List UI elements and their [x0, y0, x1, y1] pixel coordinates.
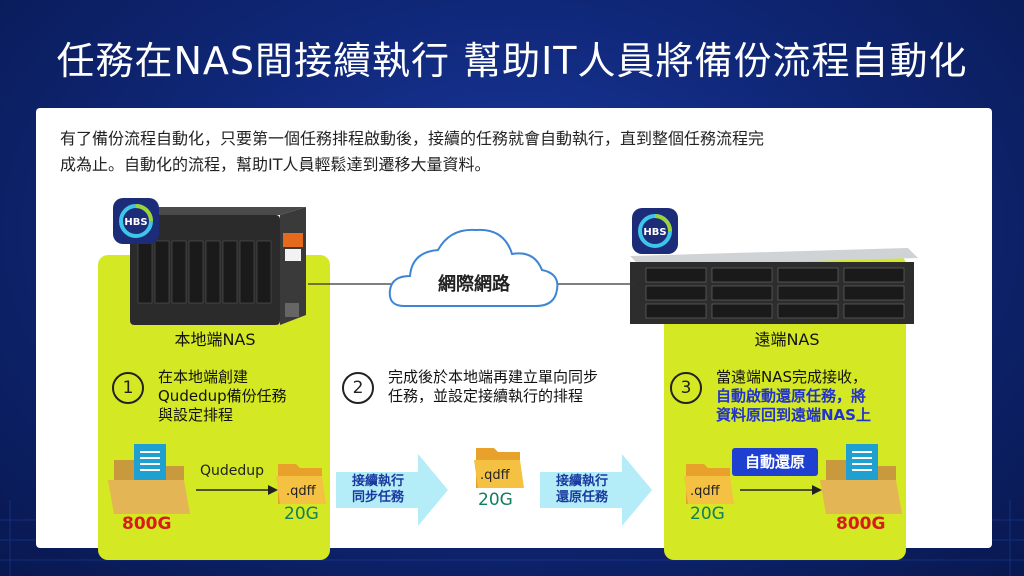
- step-3-line-1: 當遠端NAS完成接收，: [716, 368, 868, 386]
- step-1-line-1: 在本地端創建: [158, 368, 249, 386]
- step-1-line-2: Qudedup備份任務: [158, 387, 287, 405]
- hbs-logo-text: HBS: [643, 227, 666, 238]
- step-3-text: 當遠端NAS完成接收， 自動啟動還原任務，將 資料原回到遠端NAS上: [716, 368, 871, 425]
- description: 有了備份流程自動化，只要第一個任務排程啟動後，接續的任務就會自動執行，直到整個任…: [60, 126, 960, 178]
- step-2-text: 完成後於本地端再建立單向同步 任務，並設定接續執行的排程: [388, 368, 598, 406]
- restore-arrow-line-1: 接續執行: [555, 474, 608, 489]
- remote-nas-device-icon: [630, 248, 918, 324]
- size-20g: 20G: [478, 490, 513, 510]
- step-1-number: 1: [112, 372, 144, 404]
- qudedup-label: Qudedup: [200, 463, 265, 479]
- sync-arrow-line-1: 接續執行: [351, 474, 404, 489]
- folder-icon: [276, 464, 326, 504]
- cloud-icon: [388, 228, 559, 307]
- size-20g: 20G: [284, 504, 319, 524]
- step-1-line-3: 與設定排程: [158, 406, 234, 424]
- folder-document-icon: [820, 444, 902, 514]
- qdff-label: .qdff: [690, 484, 720, 499]
- cloud-label: 網際網路: [438, 273, 511, 295]
- step-3-number: 3: [670, 372, 702, 404]
- folder-icon: [474, 448, 524, 488]
- step-3-line-2: 自動啟動還原任務，將: [716, 387, 867, 405]
- qdff-label: .qdff: [286, 484, 316, 499]
- hbs-logo-text: HBS: [124, 217, 147, 228]
- local-nas-label: 本地端NAS: [174, 330, 256, 349]
- flow-graphics: [108, 444, 902, 526]
- restore-arrow-label: 接續執行 還原任務: [546, 474, 618, 506]
- sync-arrow-line-2: 同步任務: [351, 490, 404, 505]
- description-line-1: 有了備份流程自動化，只要第一個任務排程啟動後，接續的任務就會自動執行，直到整個任…: [60, 129, 765, 148]
- step-1-text: 在本地端創建 Qudedup備份任務 與設定排程: [158, 368, 287, 425]
- size-800g: 800G: [122, 514, 172, 534]
- size-20g: 20G: [690, 504, 725, 524]
- folder-document-icon: [108, 444, 190, 514]
- folder-icon: [684, 464, 734, 504]
- auto-restore-button[interactable]: 自動還原: [732, 448, 818, 476]
- sync-arrow-icon: [336, 454, 448, 526]
- step-2-line-1: 完成後於本地端再建立單向同步: [388, 368, 599, 386]
- description-line-2: 成為止。自動化的流程，幫助IT人員輕鬆達到遷移大量資料。: [60, 155, 491, 174]
- remote-nas-label: 遠端NAS: [754, 330, 820, 349]
- size-800g: 800G: [836, 514, 886, 534]
- hbs-logo-icon: HBS: [113, 198, 159, 244]
- local-nas-device-icon: [130, 207, 306, 325]
- restore-arrow-line-2: 還原任務: [555, 490, 608, 505]
- page-title: 任務在NAS間接續執行 幫助IT人員將備份流程自動化: [56, 39, 968, 83]
- step-3-line-3: 資料原回到遠端NAS上: [716, 406, 871, 424]
- step-2-line-2: 任務，並設定接續執行的排程: [388, 387, 584, 405]
- hbs-logo-icon: HBS: [632, 208, 678, 254]
- step-2-number: 2: [342, 372, 374, 404]
- sync-arrow-label: 接續執行 同步任務: [342, 474, 414, 506]
- qdff-label: .qdff: [480, 468, 510, 483]
- internet-connection: 網際網路: [308, 228, 634, 307]
- restore-arrow-icon: [540, 454, 652, 526]
